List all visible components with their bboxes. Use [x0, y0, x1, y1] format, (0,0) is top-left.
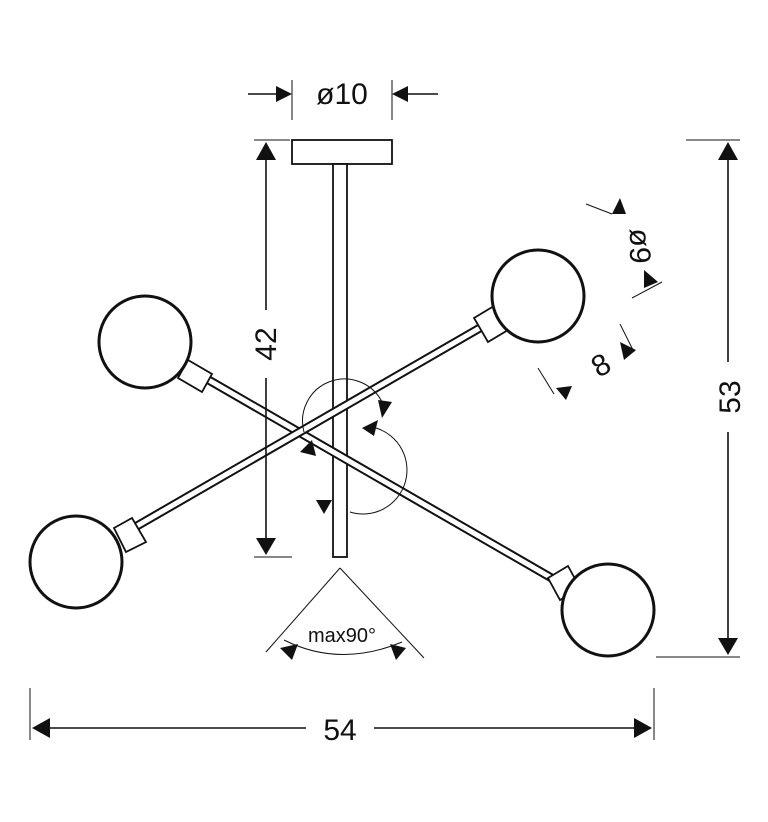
total-height-dimension: 53 — [656, 139, 747, 658]
globe-lower-right — [560, 562, 656, 658]
canopy-diameter-label: ø10 — [316, 78, 368, 111]
canopy-width-dimension: ø10 — [248, 78, 438, 120]
total-height-label: 53 — [714, 380, 747, 413]
socket-length-label: 8 — [586, 347, 617, 384]
globe-upper-right — [490, 248, 586, 344]
canopy — [291, 139, 393, 165]
total-width-label: 54 — [323, 714, 356, 747]
globe-lower-left — [28, 514, 124, 610]
lamp-body — [28, 139, 656, 658]
drop-height-label: 42 — [250, 327, 283, 360]
rotation-angle-label: max90° — [308, 625, 376, 647]
globe-upper-left — [97, 294, 193, 390]
stem — [332, 163, 348, 558]
socket-lower-left — [112, 516, 148, 554]
drop-height-dimension: 42 — [250, 139, 292, 558]
joint-rotation-indicators — [300, 378, 408, 515]
total-width-dimension: 54 — [29, 688, 655, 747]
globe-diameter-label: ø9 — [623, 228, 656, 263]
globe-diameter-dimension: ø9 — [585, 198, 663, 299]
rotation-angle-dimension: max90° — [265, 567, 425, 660]
